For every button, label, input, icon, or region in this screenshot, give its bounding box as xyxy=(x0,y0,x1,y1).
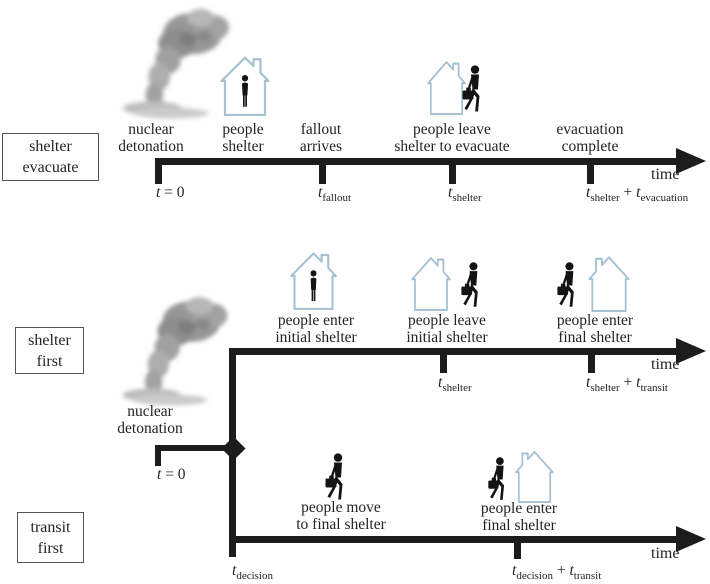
event-label-fallout-arrives: fallout arrives xyxy=(299,121,343,155)
walking-person-briefcase-icon xyxy=(323,452,350,504)
branch-t0-connector xyxy=(155,445,236,451)
row-label-shelter-first: shelter first xyxy=(15,327,84,374)
event-label-enter-final-shelter: people enter final shelter xyxy=(480,500,558,534)
house-mirrored-icon xyxy=(511,447,558,503)
tick-label-tshelter-mid: tshelter xyxy=(438,374,472,394)
tick-label-t0-branch: t = 0 xyxy=(157,466,186,483)
time-arrowhead-icon xyxy=(676,338,706,364)
event-label-move-to-final-shelter: people move to final shelter xyxy=(296,499,386,533)
time-arrowhead-icon xyxy=(676,526,706,552)
time-axis-label: time xyxy=(651,545,680,562)
tick-label-tshelter: tshelter xyxy=(448,184,482,204)
walking-person-briefcase-icon xyxy=(460,64,487,116)
tick-shelter xyxy=(449,158,456,184)
tick-fallout xyxy=(319,158,326,184)
row-label-transit-first: transit first xyxy=(17,512,84,563)
event-label-nuclear-detonation: nuclear detonation xyxy=(118,121,184,155)
event-label-people-shelter: people shelter xyxy=(222,121,264,155)
house-icon xyxy=(407,253,455,311)
tick-evacuation-complete xyxy=(587,158,594,184)
house-with-person-icon xyxy=(285,248,342,310)
mushroom-cloud-icon xyxy=(106,290,242,411)
timeline-transit-first-axis xyxy=(229,536,678,543)
tick-shelter-mid xyxy=(440,348,447,373)
tick-label-tdecision-plus-ttransit: tdecision + ttransit xyxy=(512,562,602,582)
event-label-enter-final-shelter: people enter final shelter xyxy=(556,312,634,346)
tick-label-tfallout: tfallout xyxy=(318,184,352,204)
time-axis-label: time xyxy=(651,166,680,183)
decision-node-diamond-icon xyxy=(221,436,246,461)
tick-shelter-plus-transit xyxy=(588,348,595,373)
tick-label-t0: t = 0 xyxy=(156,184,185,201)
time-arrowhead-icon xyxy=(676,148,706,174)
event-label-people-leave-shelter: people leave shelter to evacuate xyxy=(394,121,510,155)
house-mirrored-icon xyxy=(584,252,634,312)
tick-label-tdecision: tdecision xyxy=(232,562,273,582)
event-label-leave-initial-shelter: people leave initial shelter xyxy=(406,312,488,346)
walking-person-briefcase-icon xyxy=(459,261,485,311)
tick-label-tshelter-plus-ttransit: tshelter + ttransit xyxy=(586,374,668,394)
time-axis-label: time xyxy=(651,356,680,373)
tick-decision-plus-transit xyxy=(514,536,521,559)
tick-t0 xyxy=(155,158,162,184)
timeline-shelter-evacuate-axis xyxy=(155,158,678,165)
walking-person-briefcase-icon xyxy=(486,456,511,504)
tick-t0-branch xyxy=(155,445,161,466)
walking-person-briefcase-icon xyxy=(555,261,581,311)
event-label-evacuation-complete: evacuation complete xyxy=(556,121,624,155)
timeline-shelter-first-axis xyxy=(229,348,678,355)
tick-label-tshelter-plus-tevacuation: tshelter + tevacuation xyxy=(586,184,689,204)
event-label-enter-initial-shelter: people enter initial shelter xyxy=(275,312,357,346)
event-label-nuclear-detonation: nuclear detonation xyxy=(117,403,183,437)
house-with-person-icon xyxy=(215,52,275,116)
row-label-shelter-evacuate: shelter evacuate xyxy=(2,133,99,181)
